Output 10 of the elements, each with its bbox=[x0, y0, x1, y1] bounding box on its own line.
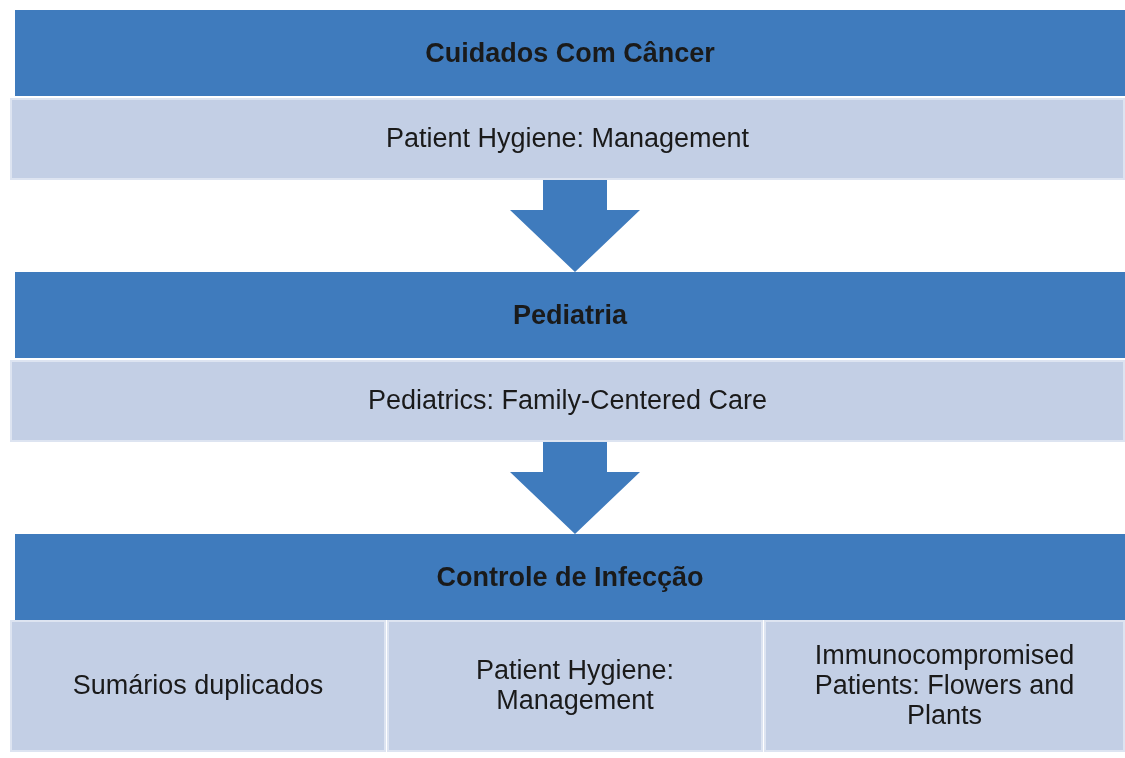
content-box: Immunocompromised Patients: Flowers and Plants bbox=[764, 620, 1125, 752]
header-band: Cuidados Com Câncer bbox=[15, 10, 1125, 96]
content-box: Pediatrics: Family-Centered Care bbox=[10, 360, 1125, 442]
block-arrow bbox=[510, 442, 640, 534]
content-box: Sumários duplicados bbox=[10, 620, 386, 752]
content-box: Patient Hygiene: Management bbox=[387, 620, 763, 752]
header-band: Controle de Infecção bbox=[15, 534, 1125, 620]
header-band: Pediatria bbox=[15, 272, 1125, 358]
block-arrow bbox=[510, 180, 640, 272]
content-box: Patient Hygiene: Management bbox=[10, 98, 1125, 180]
